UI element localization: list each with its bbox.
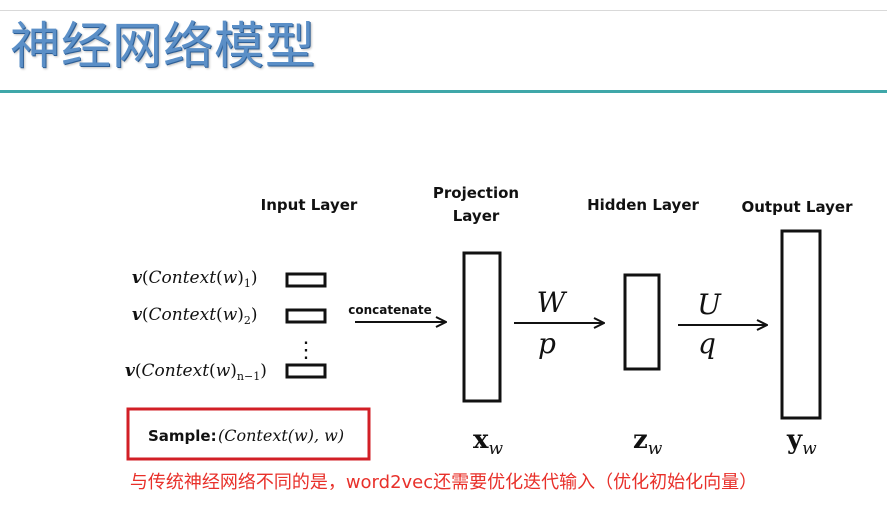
input-1-sub: 1 <box>244 277 251 290</box>
input-n-arg: w <box>216 361 231 381</box>
input-1-body: Context <box>149 268 217 288</box>
input-2-sub: 2 <box>244 314 251 327</box>
output-vector-base: y <box>786 425 803 455</box>
output-vector-sub: w <box>802 439 817 459</box>
input-label-n: v(Context(w)n−1) <box>125 361 267 383</box>
weight-w-label: W <box>537 286 568 319</box>
input-label-1: v(Context(w)1) <box>132 268 258 290</box>
output-layer-box <box>780 229 822 420</box>
input-2-arg: w <box>223 305 238 325</box>
input-box-n <box>285 363 327 379</box>
hidden-vector-sub: w <box>648 439 663 459</box>
page-title: 神经网络模型 <box>10 17 316 75</box>
input-label-2: v(Context(w)2) <box>132 305 258 327</box>
projection-vector-label: xw <box>473 425 504 459</box>
input-2-body: Context <box>149 305 217 325</box>
output-vector-label: yw <box>786 425 817 459</box>
input-n-body: Context <box>142 361 210 381</box>
vertical-ellipsis: ⋮ <box>295 338 317 363</box>
title-underline <box>0 90 887 93</box>
projection-layer-label-line2: Layer <box>453 207 500 225</box>
projection-vector-base: x <box>473 425 489 455</box>
hidden-layer-box <box>623 273 661 371</box>
input-2-prefix: v <box>132 305 143 325</box>
hidden-layer-label: Hidden Layer <box>587 196 699 214</box>
caption-note: 与传统神经网络不同的是，word2vec还需要优化迭代输入（优化初始化向量） <box>129 472 758 493</box>
projection-layer-label-line1: Projection <box>433 184 519 202</box>
sample-label: Sample: <box>148 427 217 445</box>
input-box-1 <box>285 272 327 288</box>
projection-layer-box <box>462 251 502 403</box>
bias-p-label: p <box>538 327 556 360</box>
top-rule <box>0 10 887 11</box>
input-n-prefix: v <box>125 361 136 381</box>
hidden-vector-base: z <box>633 425 648 455</box>
hidden-vector-label: zw <box>633 425 663 459</box>
output-layer-label: Output Layer <box>742 198 854 216</box>
concatenate-label: concatenate <box>348 303 432 317</box>
input-n-sub: n−1 <box>237 370 260 383</box>
input-layer-label: Input Layer <box>261 196 358 214</box>
input-1-arg: w <box>223 268 238 288</box>
input-1-prefix: v <box>132 268 143 288</box>
input-box-2 <box>285 308 327 324</box>
sample-formula: (Context(w), w) <box>218 426 344 445</box>
sample-box <box>126 407 371 461</box>
projection-vector-sub: w <box>489 439 504 459</box>
weight-u-label: U <box>697 288 722 321</box>
bias-q-label: q <box>698 327 716 360</box>
